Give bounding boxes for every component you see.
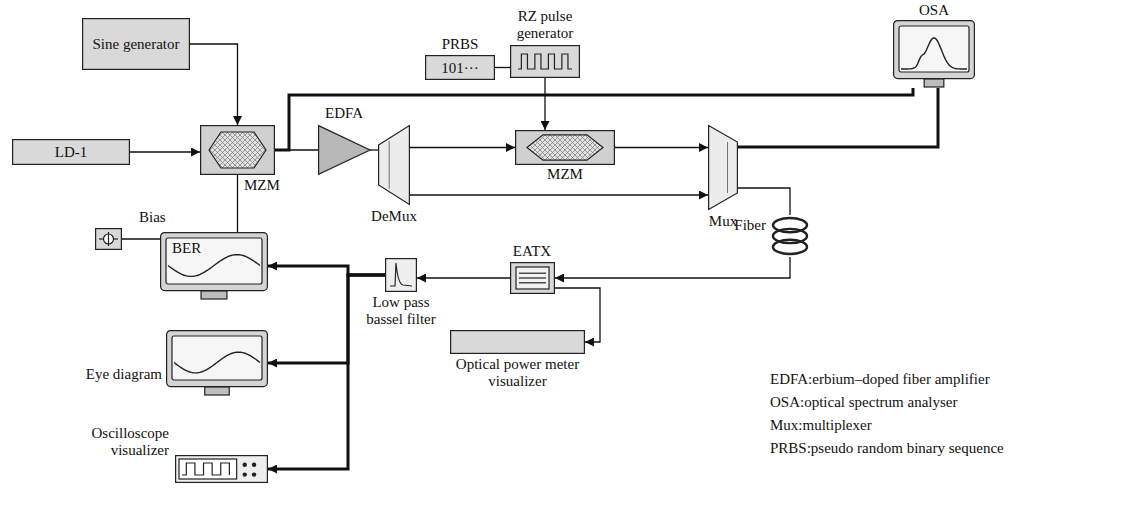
connector — [417, 277, 510, 278]
multiplexer: Mux — [708, 125, 738, 210]
filter-shape — [385, 258, 417, 292]
box-text: LD-1 — [16, 144, 126, 161]
connector — [615, 147, 708, 148]
box-text: 101··· — [429, 59, 491, 76]
amplifier: EDFA — [318, 125, 370, 175]
spectrum-analyser: OSA — [893, 20, 975, 88]
connector — [410, 147, 515, 148]
node-label: DeMux — [354, 208, 434, 225]
node-label: Eye diagram — [74, 366, 162, 383]
laser-box: LD-1 — [12, 139, 130, 165]
node-label: Bias — [139, 209, 189, 226]
coil-shape — [772, 215, 808, 257]
abbreviation-note: EDFA:erbium–doped fiber amplifier — [770, 368, 990, 390]
connector — [555, 257, 790, 278]
ber-analyser: BER — [160, 232, 268, 300]
eatx-shape — [510, 262, 555, 294]
node-label: Low pass bassel filter — [355, 294, 447, 328]
monitor-shape — [166, 330, 268, 396]
bias-source: Bias — [95, 228, 122, 250]
node-label: MZM — [244, 177, 294, 194]
mzm-shape — [515, 130, 615, 165]
abbreviation-note: OSA:optical spectrum analyser — [770, 391, 957, 413]
pulse-shape — [510, 45, 580, 78]
osc-shape — [175, 455, 268, 483]
receiver: EATX — [510, 262, 555, 294]
fiber-coil: Fiber — [772, 215, 808, 257]
connector — [130, 151, 200, 152]
connector — [122, 175, 238, 239]
connector — [495, 67, 510, 68]
box-text: Sine generator — [86, 36, 186, 53]
modulator: MZM — [200, 125, 275, 175]
connector — [410, 194, 708, 195]
power-meter: Optical power meter visualizer — [450, 330, 585, 354]
node-label: Optical power meter visualizer — [450, 356, 585, 390]
pulse-generator: RZ pulse generator — [510, 45, 580, 78]
demux-shape — [378, 125, 410, 205]
node-label: PRBS — [420, 36, 500, 53]
node-label: OSA — [894, 2, 974, 19]
tri-shape — [318, 125, 370, 175]
abbreviation-note: PRBS:pseudo random binary sequence — [770, 437, 1004, 459]
box-shape — [450, 330, 585, 354]
generator-box: Sine generator — [82, 18, 190, 70]
prbs-box: PRBS101··· — [425, 55, 495, 80]
node-label: Fiber — [706, 217, 766, 234]
thick-connector — [738, 88, 938, 147]
bias-shape — [95, 228, 122, 250]
thick-connector — [268, 275, 385, 469]
monitor-shape — [893, 20, 975, 88]
mzm-shape — [200, 125, 275, 175]
node-label: EATX — [492, 243, 572, 260]
node-label: RZ pulse generator — [490, 8, 600, 42]
connector — [190, 44, 238, 125]
abbreviation-note: Mux:multiplexer — [770, 414, 872, 436]
eye-diagram-analyser: Eye diagram — [166, 330, 268, 396]
demultiplexer: DeMux — [378, 125, 410, 205]
node-label: MZM — [525, 166, 605, 183]
mux-shape — [708, 125, 738, 210]
connector — [544, 78, 545, 130]
modulator: MZM — [515, 130, 615, 165]
oscilloscope: Oscilloscope visualizer — [175, 455, 268, 483]
node-label: Oscilloscope visualizer — [71, 425, 169, 459]
node-label: BER — [172, 240, 222, 257]
node-label: EDFA — [304, 105, 384, 122]
filter-box: Low pass bassel filter — [385, 258, 417, 292]
connector — [738, 188, 790, 215]
